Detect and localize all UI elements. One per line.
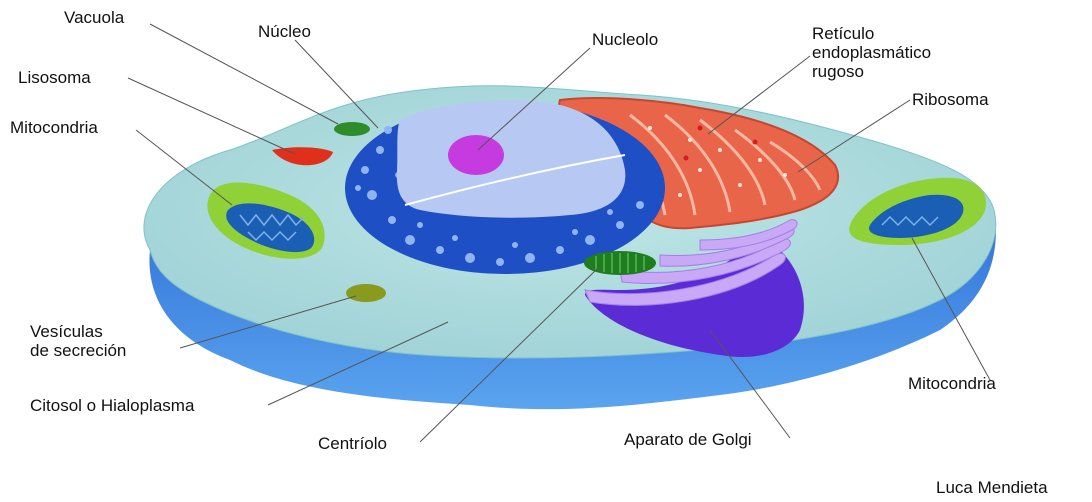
label-ribosome: Ribosoma — [912, 90, 989, 109]
vacuole — [334, 122, 370, 136]
label-secretion-vesicles: Vesículas de secreción — [30, 322, 126, 360]
label-rough-er: Retículo endoplasmático rugoso — [812, 24, 931, 81]
label-cytosol: Citosol o Hialoplasma — [30, 396, 194, 415]
label-lysosome: Lisosoma — [18, 68, 91, 87]
label-centriole: Centríolo — [318, 434, 387, 453]
nucleolus — [448, 135, 504, 175]
secretion-vesicle — [346, 284, 386, 302]
label-rough-er-line3: rugoso — [812, 62, 931, 81]
label-secretion-vesicles-line2: de secreción — [30, 341, 126, 360]
credit-author: Luca Mendieta — [936, 478, 1048, 497]
label-nucleolus: Nucleolo — [592, 30, 658, 49]
label-rough-er-line1: Retículo — [812, 24, 931, 43]
label-rough-er-line2: endoplasmático — [812, 43, 931, 62]
label-vacuole: Vacuola — [64, 8, 124, 27]
label-secretion-vesicles-line1: Vesículas — [30, 322, 126, 341]
label-mitochondria-right: Mitocondria — [908, 374, 996, 393]
label-golgi: Aparato de Golgi — [624, 430, 752, 449]
label-mitochondria-left: Mitocondria — [10, 118, 98, 137]
label-nucleus: Núcleo — [258, 22, 311, 41]
